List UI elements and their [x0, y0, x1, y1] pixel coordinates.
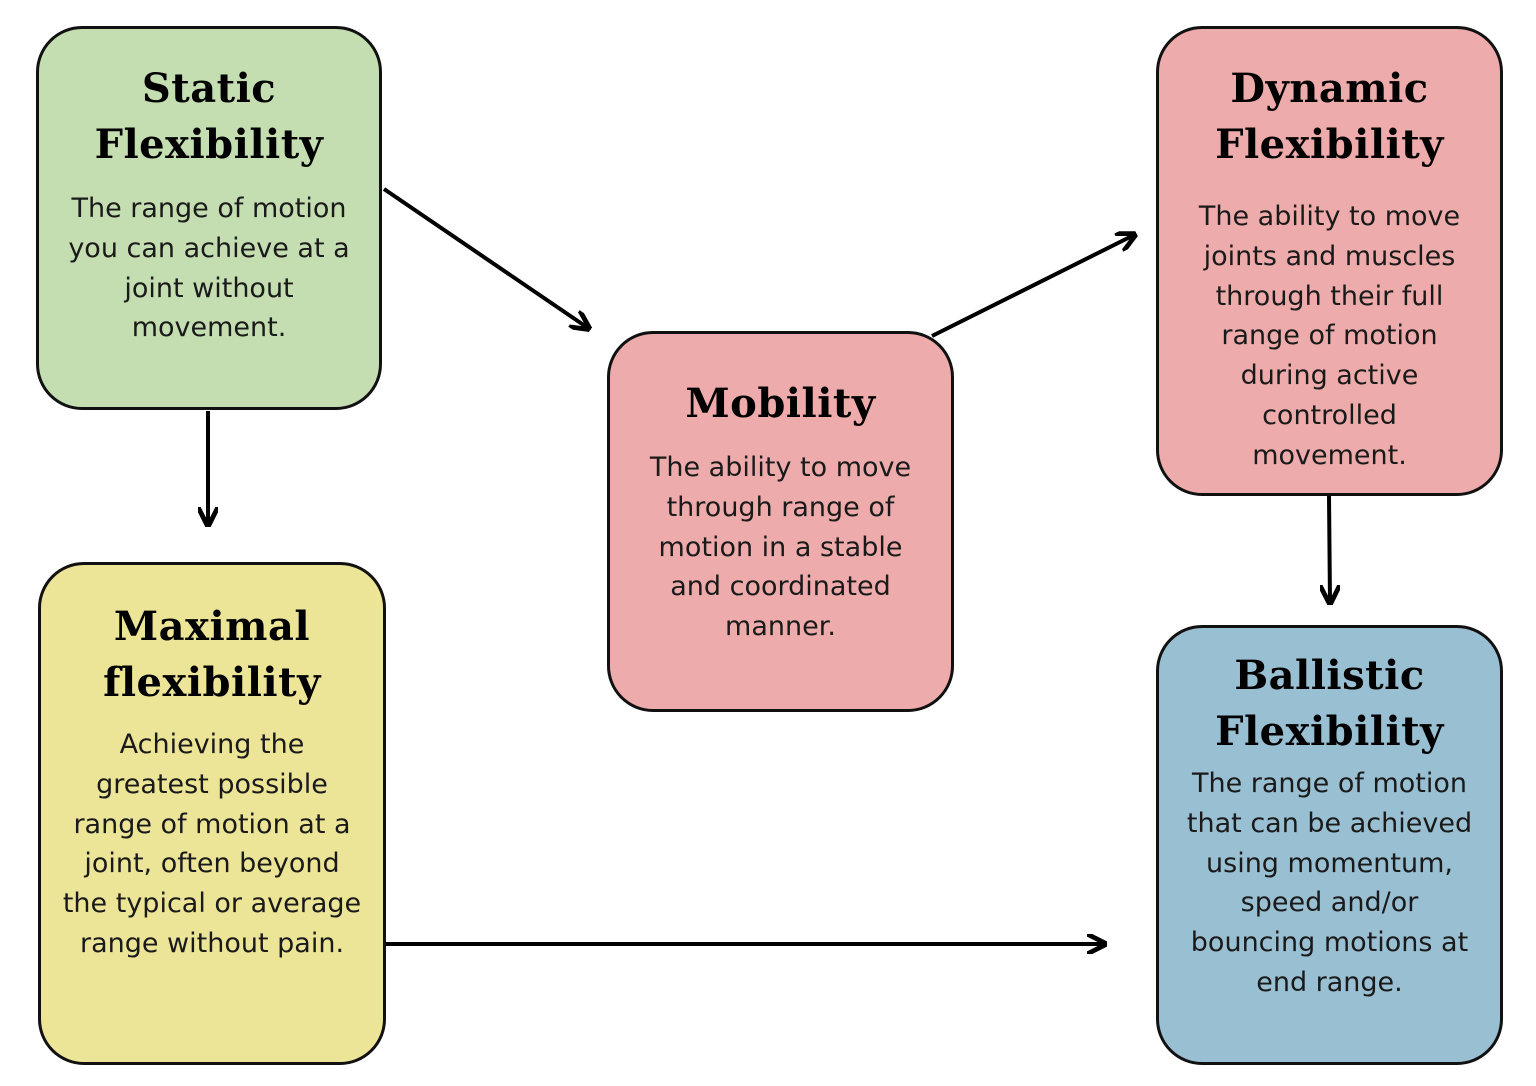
mobility-title: Mobility: [685, 380, 876, 427]
dynamic-flexibility-title: Dynamic Flexibility: [1215, 65, 1444, 168]
ballistic-flexibility-description: The range of motion that can be achieved…: [1186, 768, 1473, 998]
maximal-flexibility-title: Maximal flexibility: [103, 603, 321, 706]
arrow-dynamic-to-ballistic: [1329, 495, 1330, 602]
maximal-flexibility-node: Maximal flexibility Achieving the greate…: [38, 562, 386, 1065]
mobility-node: Mobility The ability to move through ran…: [607, 331, 954, 712]
ballistic-flexibility-node: Ballistic Flexibility The range of motio…: [1156, 625, 1503, 1065]
mobility-description: The ability to move through range of mot…: [649, 452, 912, 643]
arrow-static-to-mobility: [382, 187, 588, 328]
dynamic-flexibility-node: Dynamic Flexibility The ability to move …: [1156, 26, 1503, 496]
maximal-flexibility-description: Achieving the greatest possible range of…: [62, 729, 362, 959]
static-flexibility-node: Static Flexibility The range of motion y…: [36, 26, 382, 410]
ballistic-flexibility-title: Ballistic Flexibility: [1215, 652, 1444, 755]
arrow-mobility-to-dynamic: [931, 235, 1134, 338]
static-flexibility-description: The range of motion you can achieve at a…: [68, 193, 350, 344]
static-flexibility-title: Static Flexibility: [94, 65, 324, 168]
dynamic-flexibility-description: The ability to move joints and muscles t…: [1198, 201, 1461, 471]
